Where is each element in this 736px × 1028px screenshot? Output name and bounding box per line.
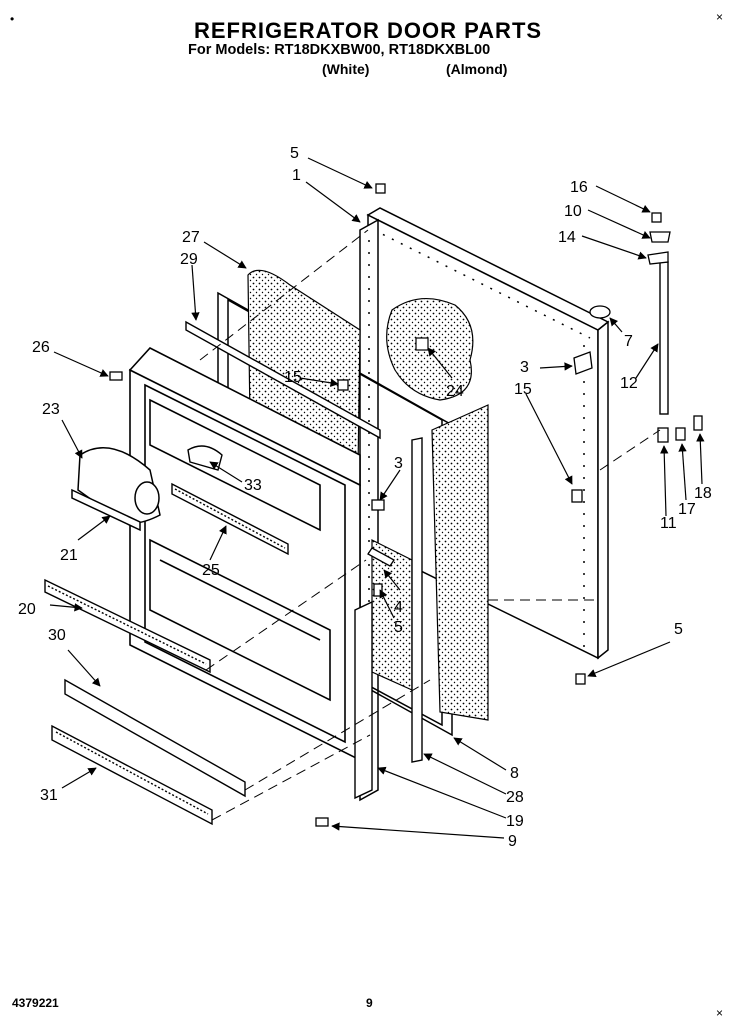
callout-16: 16 xyxy=(570,179,588,196)
callout-12: 12 xyxy=(620,375,638,392)
door-strip-19 xyxy=(354,600,373,800)
callout-18: 18 xyxy=(694,485,712,502)
callout-20: 20 xyxy=(18,601,36,618)
callout-1: 1 xyxy=(292,167,301,184)
callout-23: 23 xyxy=(42,401,60,418)
strip-29 xyxy=(185,320,381,440)
door-rail-30 xyxy=(64,678,246,798)
assembly-lines xyxy=(199,229,661,821)
color-label-white: (White) xyxy=(322,61,370,77)
callout-26: 26 xyxy=(32,339,50,356)
shelf-strip-20 xyxy=(44,578,211,674)
callout-6: 5 xyxy=(290,145,299,162)
callout-15-left: 15 xyxy=(284,369,302,386)
callout-5-mid: 5 xyxy=(394,619,403,636)
page-number: 9 xyxy=(366,996,373,1010)
callout-15-right: 15 xyxy=(514,381,532,398)
callout-25: 25 xyxy=(202,562,220,579)
color-label-almond: (Almond) xyxy=(446,61,508,77)
corner-mark-top-right: × xyxy=(716,10,724,24)
callout-3-mid: 3 xyxy=(394,455,403,472)
door-rail-31 xyxy=(51,724,213,826)
hinge-bar-12 xyxy=(659,261,669,415)
callout-27: 27 xyxy=(182,229,200,246)
callout-31: 31 xyxy=(40,787,58,804)
callout-11: 11 xyxy=(660,515,677,532)
callout-9: 9 xyxy=(508,833,517,850)
model-numbers: For Models: RT18DKXBW00, RT18DKXBL00 xyxy=(188,42,491,58)
callout-numbers: 5 1 27 29 26 15 23 33 21 25 20 30 31 24 … xyxy=(18,145,712,850)
callout-8: 8 xyxy=(510,765,519,782)
clip-24 xyxy=(415,337,429,351)
callout-5-right: 5 xyxy=(674,621,683,638)
corner-mark-top-left: • xyxy=(10,12,15,26)
callout-21: 21 xyxy=(60,547,78,564)
callout-17: 17 xyxy=(678,501,696,518)
callout-3-right: 3 xyxy=(520,359,529,376)
part-number: 4379221 xyxy=(12,996,59,1010)
callout-10: 10 xyxy=(564,203,582,220)
gasket-strip-28 xyxy=(411,437,423,763)
callout-14: 14 xyxy=(558,229,576,246)
hinge-hardware xyxy=(109,183,703,827)
foam-insulation-right xyxy=(431,404,489,721)
shelf-strip-25 xyxy=(171,482,289,556)
diagram-title: REFRIGERATOR DOOR PARTS xyxy=(193,18,543,43)
corner-mark-bottom-right: × xyxy=(716,1006,724,1020)
callout-29: 29 xyxy=(180,251,198,268)
callout-4: 4 xyxy=(394,599,403,616)
callout-19: 19 xyxy=(506,813,524,830)
callout-leaders xyxy=(49,157,705,839)
callout-7: 7 xyxy=(624,333,633,350)
dairy-door xyxy=(71,447,161,532)
callout-24: 24 xyxy=(446,383,464,400)
callout-30: 30 xyxy=(48,627,66,644)
inner-door-liner xyxy=(128,347,361,762)
callout-33: 33 xyxy=(244,477,262,494)
callout-28: 28 xyxy=(506,789,524,806)
